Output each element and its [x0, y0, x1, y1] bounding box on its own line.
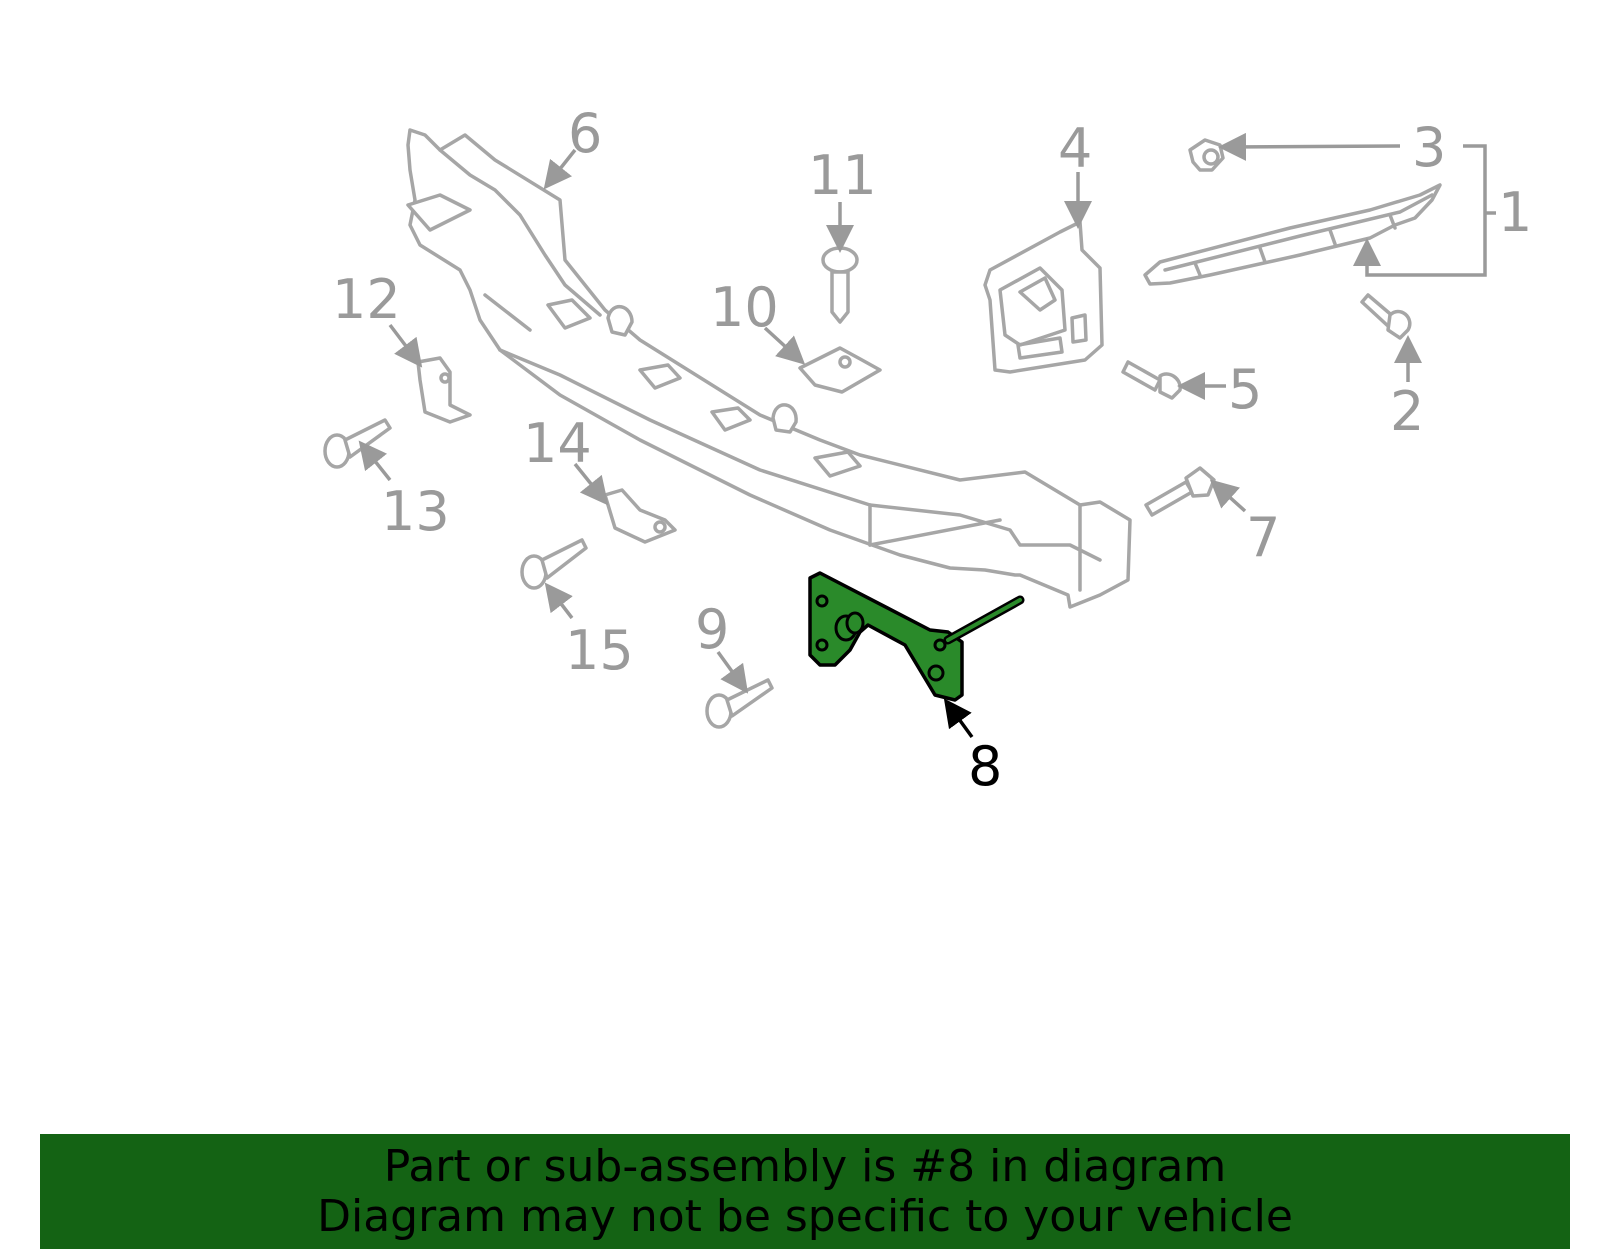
callout-1: 1	[1498, 181, 1532, 244]
push-clip	[1188, 138, 1225, 172]
leader-lines	[358, 132, 1496, 739]
screw-13	[323, 418, 392, 469]
clip-12	[416, 356, 472, 424]
deflector-strip	[1143, 183, 1442, 286]
callout-8: 8	[968, 735, 1002, 798]
callout-3: 3	[1412, 116, 1446, 179]
callout-13: 13	[381, 480, 450, 543]
callout-15: 15	[565, 619, 634, 682]
banner-line-2: Diagram may not be specific to your vehi…	[317, 1190, 1293, 1242]
callout-14: 14	[523, 412, 592, 475]
callout-labels: 1 2 3 4 5 6 7 8 9 10 11 12 13 14 15	[332, 102, 1532, 798]
clip-10	[798, 346, 882, 394]
screw-11	[821, 246, 859, 324]
clip-14	[603, 488, 677, 544]
callout-9: 9	[695, 598, 729, 661]
info-banner: Part or sub-assembly is #8 in diagram Di…	[40, 1134, 1570, 1249]
callout-5: 5	[1228, 358, 1262, 421]
side-bracket	[983, 220, 1104, 374]
callout-11: 11	[808, 144, 877, 207]
bolt-7	[1144, 466, 1216, 517]
callout-4: 4	[1058, 117, 1092, 180]
reinforcement-beam	[406, 128, 1132, 609]
callout-7: 7	[1246, 506, 1280, 569]
bolt-5	[1121, 360, 1182, 400]
screw-9	[705, 678, 774, 729]
callout-6: 6	[568, 102, 602, 165]
highlighted-bracket-8	[808, 571, 1025, 702]
callout-12: 12	[332, 268, 401, 331]
callout-10: 10	[710, 276, 779, 339]
callout-2: 2	[1390, 380, 1424, 443]
screw-15	[520, 538, 588, 590]
banner-line-1: Part or sub-assembly is #8 in diagram	[383, 1140, 1227, 1192]
bolt-2	[1360, 293, 1412, 340]
